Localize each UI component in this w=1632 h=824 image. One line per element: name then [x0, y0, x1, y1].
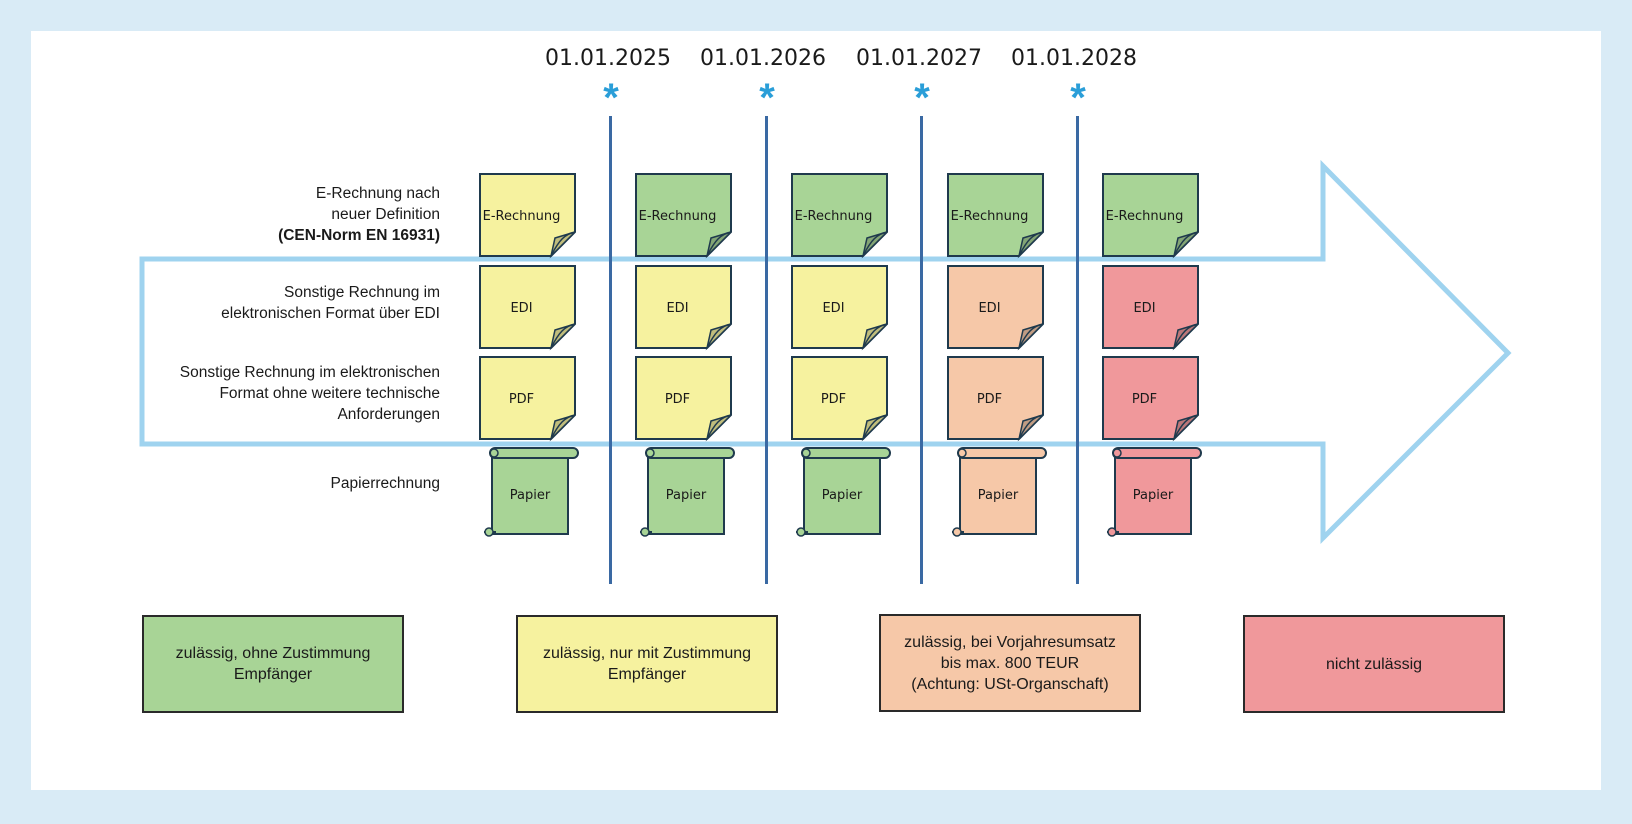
document-icon-e-rechnung: E-Rechnung	[479, 173, 576, 259]
row-label-line: Anforderungen	[337, 406, 440, 423]
document-label: Papier	[978, 488, 1019, 503]
divider-2025	[609, 116, 612, 584]
legend-text: bis max. 800 TEUR	[940, 654, 1080, 672]
legend-yellow: zulässig, nur mit Zustimmung Empfänger	[516, 615, 778, 713]
document-icon-papier: Papier	[484, 447, 579, 537]
document-label: PDF	[665, 392, 690, 407]
row-label-pdf: Sonstige Rechnung im elektronischen Form…	[110, 362, 440, 425]
legend-text: zulässig, bei Vorjahresumsatz	[904, 633, 1116, 651]
document-icon-pdf: PDF	[1102, 356, 1199, 442]
document-icon-e-rechnung: E-Rechnung	[947, 173, 1044, 259]
document-icon-papier: Papier	[640, 447, 735, 537]
asterisk-marker: *	[1070, 76, 1086, 120]
document-icon-edi: EDI	[479, 265, 576, 351]
legend-text: Empfänger	[233, 666, 313, 683]
legend-text: Empfänger	[607, 666, 687, 683]
document-icon-e-rechnung: E-Rechnung	[635, 173, 732, 259]
document-label: E-Rechnung	[483, 209, 561, 224]
document-label: E-Rechnung	[1106, 209, 1184, 224]
document-label: E-Rechnung	[795, 209, 873, 224]
document-icon-edi: EDI	[791, 265, 888, 351]
asterisk-marker: *	[603, 76, 619, 120]
legend-red: nicht zulässig	[1243, 615, 1505, 713]
row-label-line: elektronischen Format über EDI	[221, 305, 440, 322]
document-label: PDF	[821, 392, 846, 407]
row-label-line: neuer Definition	[331, 206, 440, 223]
date-2026: 01.01.2026	[700, 46, 826, 71]
divider-2026	[765, 116, 768, 584]
legend-text: zulässig, nur mit Zustimmung	[542, 645, 752, 662]
document-label: E-Rechnung	[639, 209, 717, 224]
document-icon-pdf: PDF	[947, 356, 1044, 442]
document-label: EDI	[510, 301, 532, 316]
document-label: PDF	[977, 392, 1002, 407]
row-label-line: E-Rechnung nach	[315, 185, 440, 202]
row-label-e-rechnung: E-Rechnung nach neuer Definition (CEN-No…	[110, 183, 440, 246]
row-label-edi: Sonstige Rechnung im elektronischen Form…	[110, 282, 440, 324]
row-label-line: Format ohne weitere technische	[219, 385, 440, 402]
legend-text: nicht zulässig	[1325, 655, 1423, 673]
date-2025: 01.01.2025	[545, 46, 671, 71]
row-label-line: Papierrechnung	[330, 475, 440, 492]
document-label: E-Rechnung	[951, 209, 1029, 224]
asterisk-marker: *	[914, 76, 930, 120]
document-icon-e-rechnung: E-Rechnung	[1102, 173, 1199, 259]
document-label: EDI	[978, 301, 1000, 316]
document-label: PDF	[1132, 392, 1157, 407]
document-icon-edi: EDI	[635, 265, 732, 351]
date-2027: 01.01.2027	[856, 46, 982, 71]
row-label-line: Sonstige Rechnung im elektronischen	[179, 364, 440, 381]
row-label-line: Sonstige Rechnung im	[284, 284, 440, 301]
document-icon-pdf: PDF	[635, 356, 732, 442]
asterisk-marker: *	[759, 76, 775, 120]
legend-text: (Achtung: USt-Organschaft)	[911, 675, 1109, 693]
document-icon-e-rechnung: E-Rechnung	[791, 173, 888, 259]
row-label-bold: (CEN-Norm EN 16931)	[278, 227, 440, 244]
document-label: Papier	[1133, 488, 1174, 503]
document-icon-edi: EDI	[1102, 265, 1199, 351]
document-label: Papier	[666, 488, 707, 503]
document-icon-edi: EDI	[947, 265, 1044, 351]
document-icon-papier: Papier	[796, 447, 891, 537]
document-label: EDI	[666, 301, 688, 316]
document-label: EDI	[1133, 301, 1155, 316]
document-icon-papier: Papier	[952, 447, 1047, 537]
document-icon-pdf: PDF	[791, 356, 888, 442]
document-label: Papier	[822, 488, 863, 503]
document-icon-pdf: PDF	[479, 356, 576, 442]
document-label: EDI	[822, 301, 844, 316]
legend-text: zulässig, ohne Zustimmung	[175, 645, 371, 662]
divider-2028	[1076, 116, 1079, 584]
divider-2027	[920, 116, 923, 584]
document-icon-papier: Papier	[1107, 447, 1202, 537]
row-label-papier: Papierrechnung	[110, 473, 440, 494]
document-label: PDF	[509, 392, 534, 407]
legend-orange: zulässig, bei Vorjahresumsatz bis max. 8…	[879, 614, 1141, 712]
document-label: Papier	[510, 488, 551, 503]
date-2028: 01.01.2028	[1011, 46, 1137, 71]
legend-green: zulässig, ohne Zustimmung Empfänger	[142, 615, 404, 713]
